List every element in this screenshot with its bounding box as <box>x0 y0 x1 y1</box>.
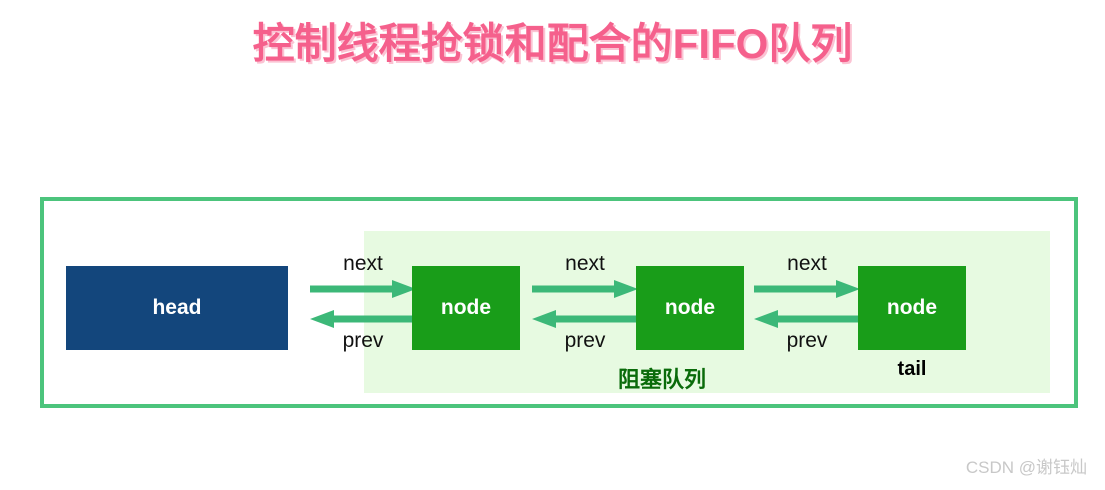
node-box: node <box>636 266 744 350</box>
page-title: 控制线程抢锁和配合的FIFO队列 <box>252 20 853 67</box>
prev-arrow-label: prev <box>342 329 384 352</box>
watermark: CSDN @谢钰灿 <box>965 458 1087 477</box>
next-arrow-icon <box>754 280 860 298</box>
tail-caption: tail <box>897 358 927 380</box>
node-box-label: node <box>440 296 492 319</box>
arrow-group-node2-node3: next prev <box>752 250 862 360</box>
blocking-queue-caption: 阻塞队列 <box>618 367 707 392</box>
prev-arrow-icon <box>754 310 860 328</box>
prev-arrow-label: prev <box>786 329 828 352</box>
next-arrow-icon <box>532 280 638 298</box>
prev-arrow-icon <box>532 310 638 328</box>
next-arrow-label: next <box>565 252 605 275</box>
head-box-label: head <box>152 296 202 319</box>
node-box-label: node <box>664 296 716 319</box>
next-arrow-label: next <box>787 252 827 275</box>
next-arrow-label: next <box>343 252 383 275</box>
prev-arrow-label: prev <box>564 329 606 352</box>
next-arrow-icon <box>310 280 416 298</box>
arrow-group-head-node1: next prev <box>308 250 418 360</box>
node-box-label: node <box>886 296 938 319</box>
node-box: node <box>858 266 966 350</box>
prev-arrow-icon <box>310 310 416 328</box>
arrow-group-node1-node2: next prev <box>530 250 640 360</box>
node-box: node <box>412 266 520 350</box>
head-box: head <box>66 266 288 350</box>
